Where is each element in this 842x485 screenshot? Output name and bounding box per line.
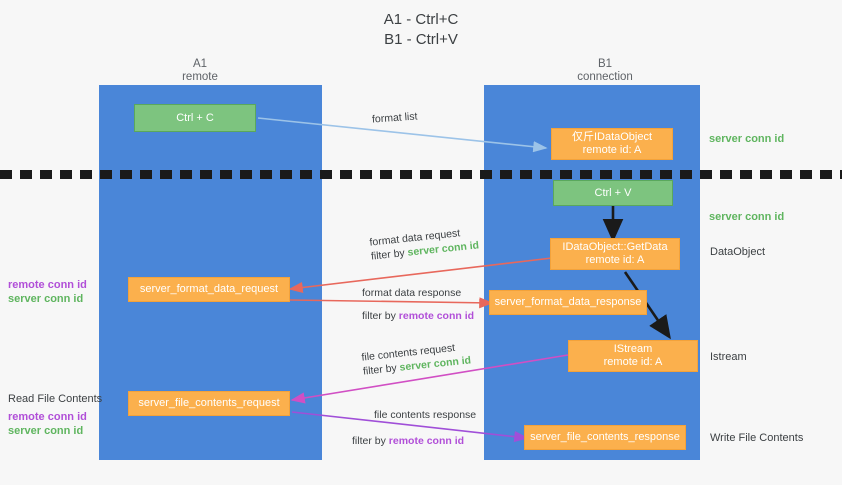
column-a1-name: A1 [192,58,208,70]
edge-fdresp-line2: filter by remote conn id [362,309,474,323]
edge-fdresp-key: remote conn id [398,310,475,322]
edge-fcresp-key: remote conn id [388,435,465,447]
box-istream[interactable]: IStream remote id: A [568,340,698,372]
box-file-contents-request-label: server_file_contents_request [138,397,280,409]
column-header-a1: A1 remote [140,58,260,84]
edge-label-format-list-text: format list [371,110,418,126]
phase-divider [0,170,842,179]
edge-fdresp-line1: format data response [362,287,462,299]
right-label-server-conn-id-mid: server conn id [709,211,785,223]
box-idataobject-getdata[interactable]: IDataObject::GetData remote id: A [550,238,680,270]
box-file-contents-response-label: server_file_contents_response [530,431,680,443]
edge-fdreq-prefix: filter by [370,246,409,263]
box-istream-label: IStream [613,343,653,355]
left-label-remote-conn-id-2: remote conn id [8,411,87,423]
right-label-dataobject: DataObject [710,246,766,258]
box-idataobject-sub: remote id: A [582,144,642,156]
box-getdata-label: IDataObject::GetData [562,241,668,253]
column-header-b1: B1 connection [540,58,670,84]
box-ctrl-c[interactable]: Ctrl + C [134,104,256,132]
box-server-format-data-response[interactable]: server_format_data_response [489,290,647,315]
left-label-group-conn-ids-2: remote conn id server conn id [8,410,87,438]
box-ctrl-v[interactable]: Ctrl + V [553,180,673,206]
edge-label-file-contents-response: file contents response filter by remote … [352,408,477,448]
box-idataobject-label: 仅斤IDataObject [571,131,653,143]
box-getdata-sub: remote id: A [585,254,645,266]
edge-label-format-list: format list [372,109,418,126]
left-label-server-conn-id-1: server conn id [8,293,84,305]
right-label-server-conn-id-top: server conn id [709,133,785,145]
left-label-read-file-contents: Read File Contents [8,393,103,405]
box-format-data-response-label: server_format_data_response [494,296,642,308]
edge-fcreq-prefix: filter by [362,361,401,378]
right-label-istream: Istream [710,351,747,363]
column-b1-name: B1 [597,58,613,70]
box-server-file-contents-request[interactable]: server_file_contents_request [128,391,290,416]
edge-fcresp-prefix: filter by [352,435,389,447]
title-line-1: A1 - Ctrl+C [383,11,459,28]
edge-label-file-contents-request: file contents request filter by server c… [361,339,472,378]
box-server-file-contents-response[interactable]: server_file_contents_response [524,425,686,450]
box-istream-sub: remote id: A [603,356,663,368]
left-label-group-conn-ids-1: remote conn id server conn id [8,278,87,306]
box-ctrl-c-label: Ctrl + C [176,111,214,124]
box-idataobject[interactable]: 仅斤IDataObject remote id: A [551,128,673,160]
box-ctrl-v-label: Ctrl + V [594,186,632,199]
edge-fcresp-line2: filter by remote conn id [352,434,476,448]
edge-label-format-data-request: format data request filter by server con… [369,224,480,263]
edge-label-format-data-response: format data response filter by remote co… [362,286,474,323]
title-line-2: B1 - Ctrl+V [384,31,458,48]
edge-fcresp-line1: file contents response [374,409,477,421]
edge-fdresp-prefix: filter by [362,310,399,322]
right-label-write-file-contents: Write File Contents [710,432,804,444]
left-label-remote-conn-id-1: remote conn id [8,279,87,291]
box-format-data-request-label: server_format_data_request [139,283,279,295]
column-b1-role: connection [577,71,633,83]
left-label-server-conn-id-2: server conn id [8,425,84,437]
page-title: A1 - Ctrl+C B1 - Ctrl+V [0,10,842,50]
column-a1-role: remote [182,71,218,83]
box-server-format-data-request[interactable]: server_format_data_request [128,277,290,302]
